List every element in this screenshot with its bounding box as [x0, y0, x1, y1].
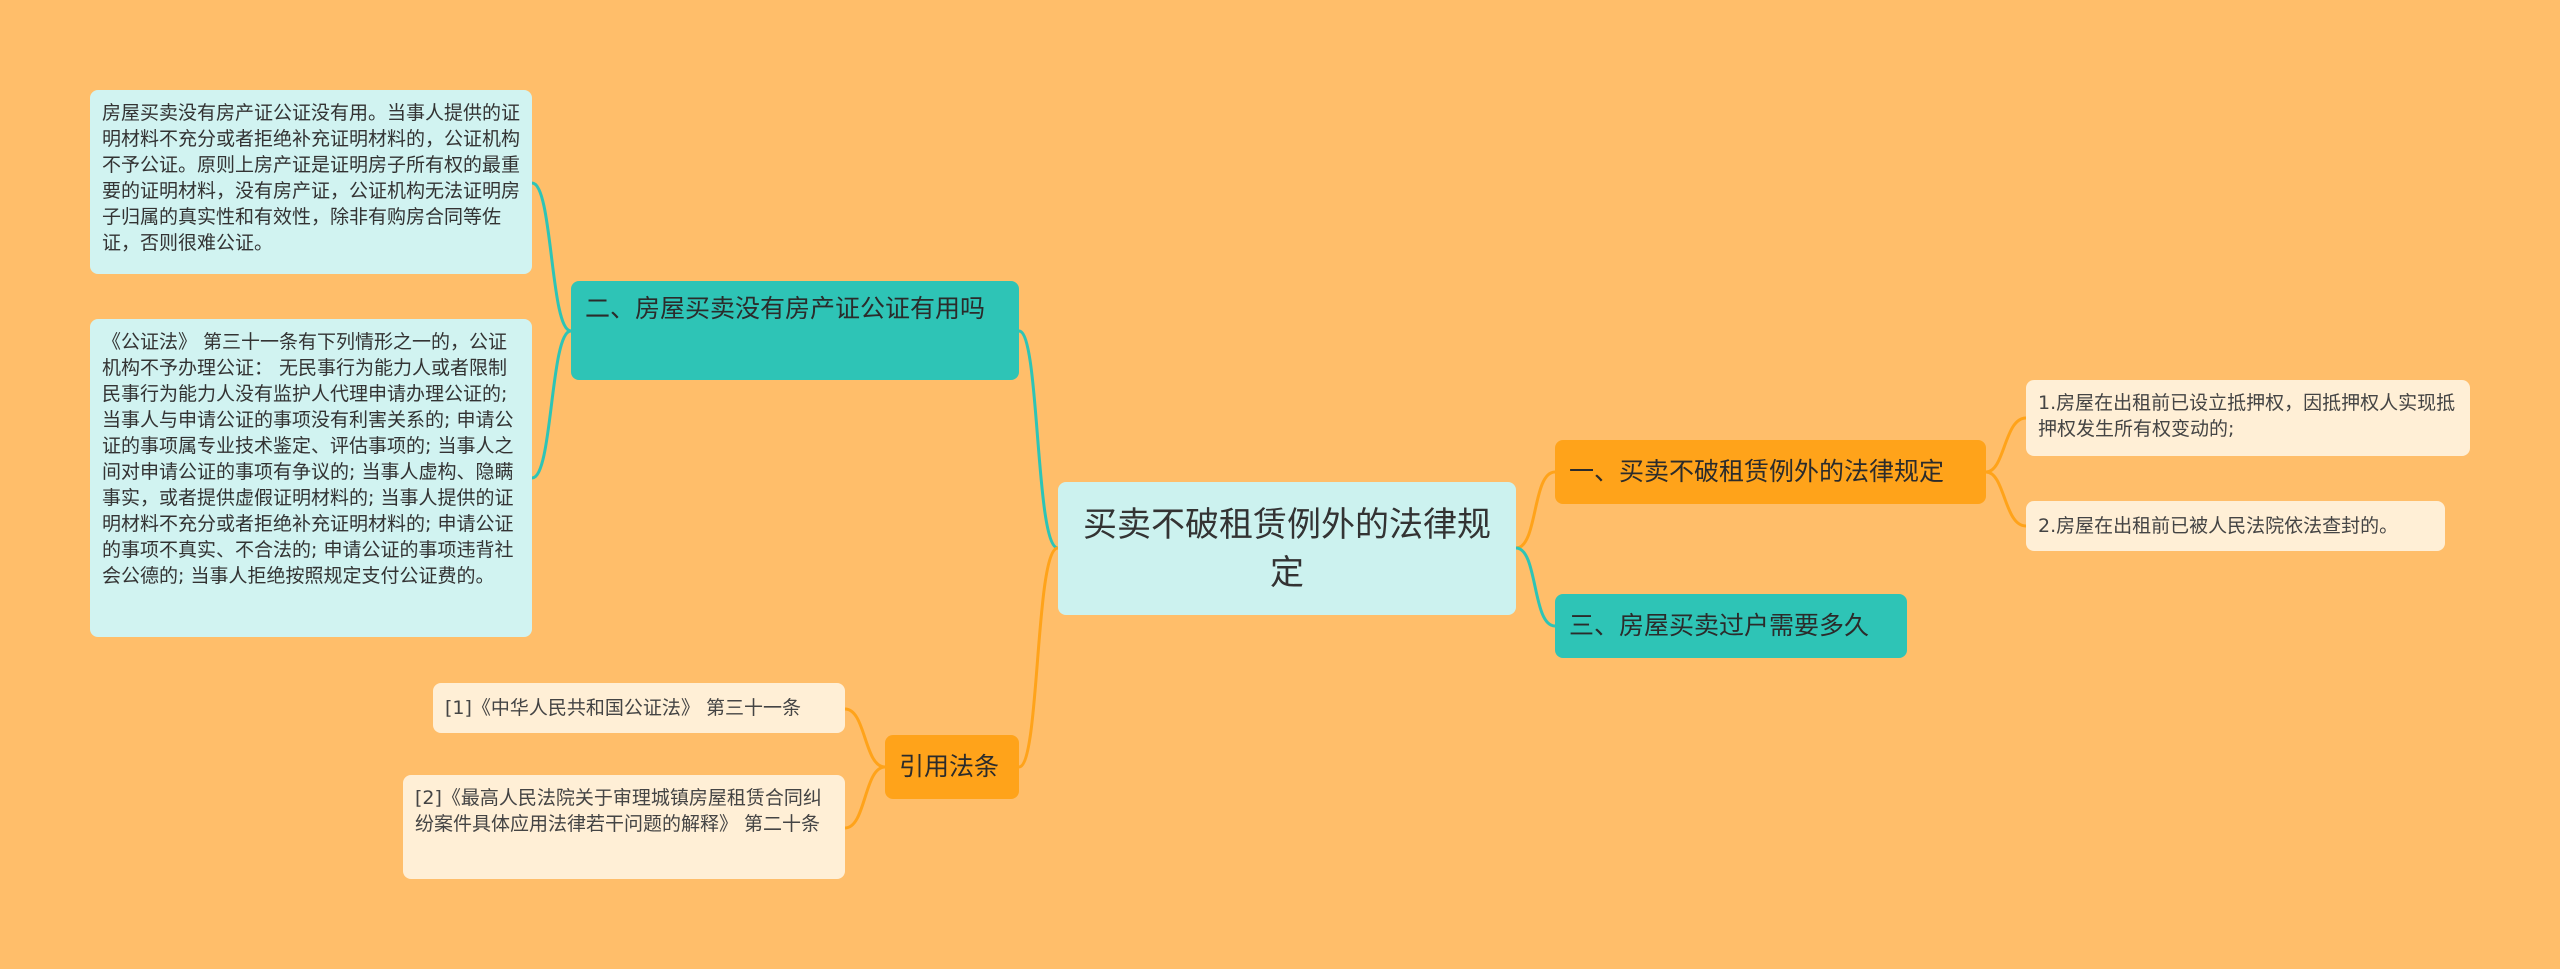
connector-central-to-legal-rules	[1515, 470, 1556, 550]
connector-central-to-transfer-time	[1515, 546, 1556, 628]
connector-property-cert-to-note-2	[531, 329, 572, 480]
branch-legal-rules-label: 一、买卖不破租赁例外的法律规定	[1569, 457, 1945, 486]
note-cited-law-2[interactable]: [2]《最高人民法院关于审理城镇房屋租赁合同纠纷案件具体应用法律若干问题的解释》…	[403, 775, 845, 879]
note-cited-law-1-text: [1]《中华人民共和国公证法》 第三十一条	[445, 697, 801, 719]
connector-cited-laws-to-note-2	[844, 765, 886, 830]
connector-property-cert-to-note-1	[531, 181, 572, 333]
branch-cited-laws-label: 引用法条	[899, 752, 1000, 781]
note-property-cert-1[interactable]: 房屋买卖没有房产证公证没有用。当事人提供的证明材料不充分或者拒绝补充证明材料的，…	[90, 90, 532, 274]
connector-central-to-cited-laws	[1018, 546, 1059, 769]
note-legal-rule-2-text: 2.房屋在出租前已被人民法院依法查封的。	[2038, 515, 2399, 537]
branch-property-cert[interactable]: 二、房屋买卖没有房产证公证有用吗	[571, 281, 1019, 380]
note-legal-rule-1[interactable]: 1.房屋在出租前已设立抵押权，因抵押权人实现抵押权发生所有权变动的;	[2026, 380, 2470, 456]
note-cited-law-1[interactable]: [1]《中华人民共和国公证法》 第三十一条	[433, 683, 845, 733]
branch-transfer-time-label: 三、房屋买卖过户需要多久	[1569, 611, 1870, 640]
connector-legal-rules-to-note-1	[1985, 416, 2027, 474]
connector-central-to-property-cert	[1018, 329, 1059, 550]
branch-property-cert-label: 二、房屋买卖没有房产证公证有用吗	[585, 294, 986, 323]
note-property-cert-2-text: 《公证法》 第三十一条有下列情形之一的，公证机构不予办理公证： 无民事行为能力人…	[102, 331, 514, 587]
connector-legal-rules-to-note-2	[1985, 470, 2027, 528]
note-property-cert-2[interactable]: 《公证法》 第三十一条有下列情形之一的，公证机构不予办理公证： 无民事行为能力人…	[90, 319, 532, 637]
note-cited-law-2-text: [2]《最高人民法院关于审理城镇房屋租赁合同纠纷案件具体应用法律若干问题的解释》…	[415, 787, 822, 835]
branch-cited-laws[interactable]: 引用法条	[885, 735, 1019, 799]
connector-cited-laws-to-note-1	[844, 707, 886, 769]
note-legal-rule-1-text: 1.房屋在出租前已设立抵押权，因抵押权人实现抵押权发生所有权变动的;	[2038, 392, 2456, 440]
branch-legal-rules[interactable]: 一、买卖不破租赁例外的法律规定	[1555, 440, 1986, 504]
note-legal-rule-2[interactable]: 2.房屋在出租前已被人民法院依法查封的。	[2026, 501, 2445, 551]
central-topic-label: 买卖不破租赁例外的法律规定	[1083, 504, 1491, 593]
note-property-cert-1-text: 房屋买卖没有房产证公证没有用。当事人提供的证明材料不充分或者拒绝补充证明材料的，…	[102, 102, 521, 254]
central-topic[interactable]: 买卖不破租赁例外的法律规定	[1058, 482, 1516, 615]
branch-transfer-time[interactable]: 三、房屋买卖过户需要多久	[1555, 594, 1907, 658]
